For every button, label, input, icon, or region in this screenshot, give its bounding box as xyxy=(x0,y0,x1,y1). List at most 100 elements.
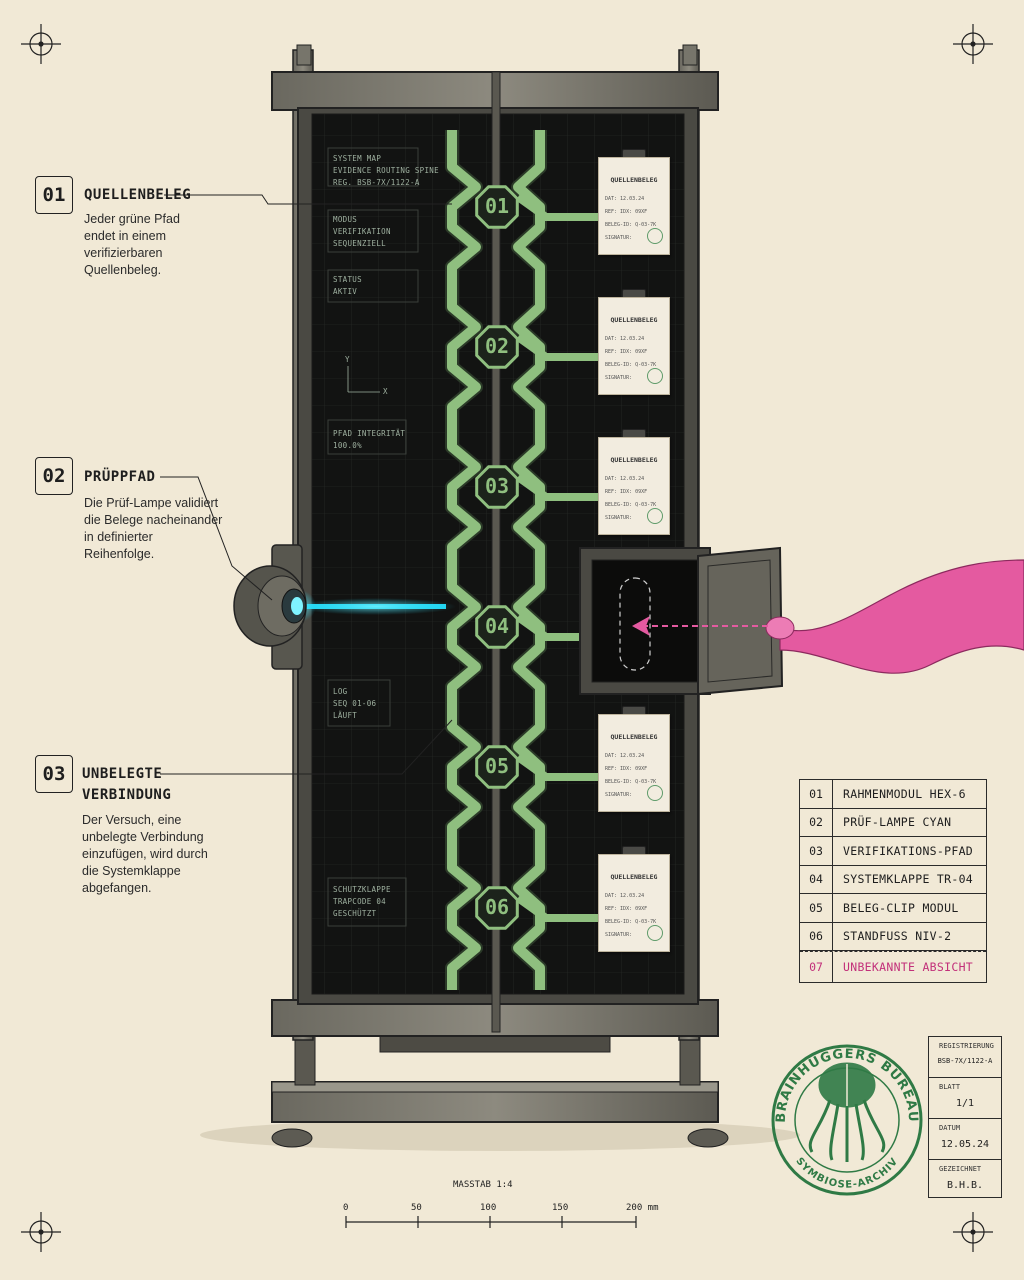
tb-label: BLATT xyxy=(939,1083,961,1091)
part-number: 03 xyxy=(800,837,833,865)
callout-number-3: 03 xyxy=(35,755,73,793)
callout-leaders xyxy=(160,194,453,775)
node-label-05: 05 xyxy=(484,754,510,778)
tb-label: REGISTRIERUNG xyxy=(939,1042,994,1050)
screen-integrity-line: PFAD INTEGRITÄT xyxy=(333,429,406,438)
part-number: 02 xyxy=(800,808,833,836)
card-line: REF: IDX: 09XF xyxy=(605,766,648,772)
scale-tick-50: 50 xyxy=(411,1203,422,1213)
callout-title-1: QUELLENBELEG xyxy=(84,187,192,203)
title-block-date: DATUM 12.05.24 xyxy=(929,1119,1001,1160)
stand-base xyxy=(271,1029,729,1148)
axis-indicator xyxy=(347,366,380,393)
part-number: 06 xyxy=(800,922,833,950)
node-label-02: 02 xyxy=(484,334,510,358)
card-title: QUELLENBELEG xyxy=(610,873,658,881)
seal-icon xyxy=(647,925,663,941)
card-line: REF: IDX: 09XF xyxy=(605,349,648,355)
card-line: SIGNATUR: xyxy=(605,932,633,938)
card-title: QUELLENBELEG xyxy=(610,733,658,741)
screen-modus-line: SEQUENZIELL xyxy=(333,239,386,248)
title-block-sheet: BLATT 1/1 xyxy=(929,1078,1001,1119)
card-line: SIGNATUR: xyxy=(605,792,633,798)
callout-number-2: 02 xyxy=(35,457,73,495)
card-title: QUELLENBELEG xyxy=(610,176,658,184)
card-line: BELEG-ID: Q-03-7K xyxy=(605,362,657,368)
screen-schutz-line: GESCHÜTZT xyxy=(333,909,377,918)
screen-integrity-line: 100.0% xyxy=(333,441,362,450)
card-line: BELEG-ID: Q-03-7K xyxy=(605,779,657,785)
screen-log-line: LÄUFT xyxy=(333,711,358,720)
screen-modus-line: MODUS xyxy=(333,215,358,224)
card-line: BELEG-ID: Q-03-7K xyxy=(605,919,657,925)
part-number: 07 xyxy=(800,952,833,982)
card-line: SIGNATUR: xyxy=(605,375,633,381)
card-line: DAT: 12.03.24 xyxy=(605,893,645,899)
node-label-04: 04 xyxy=(484,614,510,638)
screen-schutz-line: SCHUTZKLAPPE xyxy=(333,885,391,894)
callout-title-3: UNBELEGTE VERBINDUNG xyxy=(82,766,172,803)
route-node xyxy=(475,325,519,369)
card-line: DAT: 12.03.24 xyxy=(605,753,645,759)
node-label-03: 03 xyxy=(484,474,510,498)
title-block-drawn: GEZEICHNET B.H.B. xyxy=(929,1160,1001,1200)
screen-header-line: REG. BSB-7X/1122-A xyxy=(333,178,420,187)
screen-modus: MODUS VERIFIKATION SEQUENZIELL xyxy=(333,214,391,250)
scale-tick-200: 200 mm xyxy=(626,1203,659,1213)
screen-status: STATUS AKTIV xyxy=(333,274,362,298)
intruder-tentacle xyxy=(632,559,1024,674)
branch-path xyxy=(515,333,600,361)
pruef-lampe xyxy=(233,544,307,670)
card-line: DAT: 12.03.24 xyxy=(605,336,645,342)
route-node xyxy=(475,605,519,649)
part-label: BELEG-CLIP MODUL xyxy=(843,900,959,915)
systemklappe xyxy=(579,546,784,696)
brainhuggers-stamp-emblem xyxy=(771,1044,923,1196)
scale-tick-100: 100 xyxy=(480,1203,497,1213)
route-node xyxy=(475,465,519,509)
scale-tick-0: 0 xyxy=(343,1203,349,1213)
center-spine xyxy=(491,71,501,1033)
stamp-bottom-text: SYMBIOSE-ARCHIV xyxy=(793,1156,900,1191)
card-line: REF: IDX: 09XF xyxy=(605,906,648,912)
screen-log-line: SEQ 01-06 xyxy=(333,699,377,708)
seal-icon xyxy=(647,228,663,244)
seal-icon xyxy=(647,785,663,801)
tb-value: 12.05.24 xyxy=(940,1139,990,1150)
axis-x-label: X xyxy=(383,387,388,396)
card-line: DAT: 12.03.24 xyxy=(605,476,645,482)
card-line: DAT: 12.03.24 xyxy=(605,196,645,202)
card-line: SIGNATUR: xyxy=(605,515,633,521)
callout-number-1: 01 xyxy=(35,176,73,214)
part-label: SYSTEMKLAPPE TR-04 xyxy=(843,872,974,887)
scale-title: MASSTAB 1:4 xyxy=(453,1180,513,1190)
axis-y-label: Y xyxy=(345,355,350,364)
card-line: SIGNATUR: xyxy=(605,235,633,241)
seal-icon xyxy=(647,508,663,524)
screen-header-line: EVIDENCE ROUTING SPINE xyxy=(333,166,439,175)
tb-value: B.H.B. xyxy=(946,1180,984,1191)
node-label-06: 06 xyxy=(484,895,510,919)
callout-title-2: PRÜPPFAD xyxy=(84,469,156,485)
path-left xyxy=(447,130,481,990)
tb-label: GEZEICHNET xyxy=(939,1165,982,1173)
seal-icon xyxy=(647,368,663,384)
card-title: QUELLENBELEG xyxy=(610,456,658,464)
callout-desc-3: Der Versuch, eine unbelegte Verbindung e… xyxy=(82,813,208,895)
callout-desc-1: Jeder grüne Pfad endet in einem verifizi… xyxy=(84,212,180,277)
stamp-top-text: BRAINHUGGERS BUREAU xyxy=(774,1047,920,1123)
screen-status-line: STATUS xyxy=(333,275,362,284)
screen-log: LOG SEQ 01-06 LÄUFT xyxy=(333,686,376,722)
screen-log-line: LOG xyxy=(333,687,348,696)
part-label: RAHMENMODUL HEX-6 xyxy=(843,786,966,801)
tb-label: DATUM xyxy=(939,1124,961,1132)
card-line: REF: IDX: 09XF xyxy=(605,209,648,215)
screen-header: SYSTEM MAP EVIDENCE ROUTING SPINE REG. B… xyxy=(333,153,439,189)
